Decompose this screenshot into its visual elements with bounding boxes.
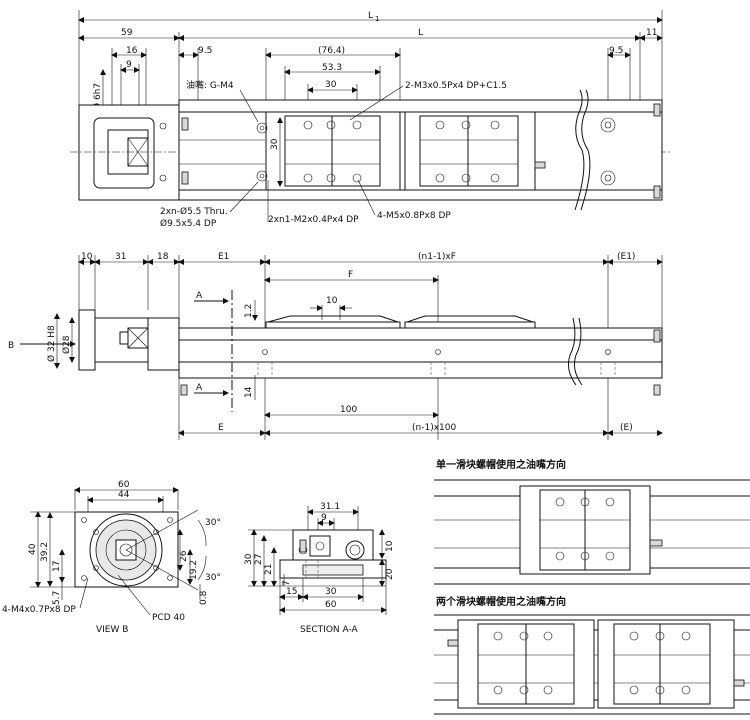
dim-10-side: 10 [81, 252, 93, 262]
dim-30-v: 30 [270, 138, 280, 150]
dim-15: 15 [286, 587, 297, 597]
dim-l: L [418, 28, 423, 38]
dim-31-1: 31.1 [320, 502, 340, 512]
dim-9-5-left: 9.5 [198, 46, 212, 56]
note-m4: 4-M4x0.7Px8 DP [2, 605, 76, 615]
dim-26: 26 [179, 550, 189, 562]
dim-10-aa: 10 [385, 540, 395, 552]
dim-14: 14 [244, 386, 254, 398]
dim-7: 7 [282, 580, 292, 586]
note-pcd: PCD 40 [152, 613, 185, 623]
dim-100: 100 [340, 405, 357, 415]
dim-shaft: Ø 6h7 [92, 83, 103, 110]
dim-21: 21 [264, 564, 274, 575]
double-block-panel: 两个滑块螺帽使用之油嘴方向 [434, 595, 750, 715]
note-m2: 2xn1-M2x0.4Px4 DP [268, 215, 359, 225]
dim-f: F [348, 270, 353, 280]
angle-top: 30° [205, 518, 221, 528]
dim-e1: E1 [218, 252, 229, 262]
label-b: B [8, 341, 14, 351]
dim-76-4: (76.4) [318, 46, 345, 56]
dim-5-7: 5.7 [52, 591, 62, 605]
dim-32h8: Ø 32 H8 [46, 325, 57, 362]
dim-44: 44 [118, 490, 130, 500]
note-thru-2: Ø9.5x5.4 DP [160, 218, 217, 229]
dim-9-5-right: 9.5 [609, 46, 623, 56]
dim-20-aa: 20 [385, 568, 395, 580]
section-caption: SECTION A-A [300, 625, 359, 635]
dim-30-bottom: 30 [325, 587, 337, 597]
note-thru-1: 2xn-Ø5.5 Thru. [160, 206, 228, 217]
single-block-title: 单一滑块螺帽使用之油嘴方向 [436, 458, 566, 471]
dim-n1f: (n1-1)xF [418, 252, 456, 262]
end-plate [78, 309, 96, 371]
rail-side [178, 327, 663, 379]
label-a-bottom: A [196, 383, 203, 393]
dim-30-aa: 30 [244, 553, 254, 565]
dim-40-b: 40 [28, 543, 38, 555]
dim-l1: L [368, 11, 373, 21]
dim-19-2: 19.2 [189, 560, 199, 580]
dim-60-aa: 60 [325, 600, 337, 610]
dim-l1-sub: 1 [375, 15, 379, 23]
angle-bottom: 30° [205, 573, 221, 583]
dim-59: 59 [121, 28, 133, 38]
dim-11: 11 [646, 28, 657, 38]
view-b: 60 44 30° 30° 40 39.2 17 5.7 26 19.2 0.8 [2, 480, 221, 635]
dim-9: 9 [126, 60, 132, 70]
dim-31: 31 [115, 252, 126, 262]
dim-n100: (n-1)x100 [412, 423, 456, 433]
dim-16: 16 [126, 46, 138, 56]
section-a-a: 31.1 9 30 27 21 7 10 20 15 30 6 [244, 502, 395, 635]
dim-30-top: 30 [325, 80, 337, 90]
view-b-caption: VIEW B [96, 625, 128, 635]
dim-e: E [218, 423, 224, 433]
dim-9-aa: 9 [321, 513, 327, 523]
dim-e-paren: (E) [620, 423, 633, 433]
dim-17: 17 [52, 561, 62, 572]
dim-18: 18 [157, 252, 169, 262]
note-oil-nipple: 油嘴: G-M4 [186, 79, 234, 91]
dim-39-2: 39.2 [40, 542, 50, 562]
dim-53-3: 53.3 [322, 63, 342, 73]
single-block-panel: 单一滑块螺帽使用之油嘴方向 [434, 458, 750, 585]
dim-27: 27 [254, 554, 264, 565]
side-view: 10 31 18 E1 (n1-1)xF (E1) F 10 [8, 252, 663, 440]
note-m5: 4-M5x0.8Px8 DP [377, 211, 451, 221]
dim-10-mid: 10 [326, 296, 338, 306]
dim-60-b: 60 [118, 480, 130, 490]
dim-1-2: 1.2 [244, 304, 254, 318]
top-view: L 1 59 L 11 16 9 9.5 (76.4) 53.3 30 [70, 10, 670, 229]
double-block-title: 两个滑块螺帽使用之油嘴方向 [436, 595, 566, 608]
label-a-top: A [196, 291, 203, 301]
note-m3: 2-M3x0.5Px4 DP+C1.5 [405, 81, 507, 91]
dim-0-8: 0.8 [199, 590, 209, 605]
dim-e1-paren: (E1) [617, 252, 635, 262]
dim-28: Ø28 [61, 335, 72, 354]
